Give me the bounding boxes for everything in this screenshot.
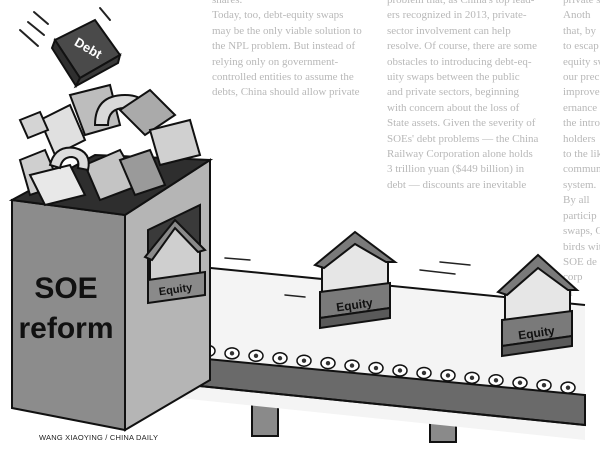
conveyor-roller-hub — [325, 360, 331, 366]
machine-label-line1: SOE — [34, 272, 97, 305]
conveyor-roller-hub — [301, 358, 307, 363]
equity-label-1: Equity — [158, 282, 194, 299]
conveyor-roller-hub — [517, 380, 523, 385]
article-column-middle: problem that, as China's top lead- ers r… — [387, 0, 539, 191]
conveyor-roller-hub — [565, 385, 571, 390]
debt-pile — [18, 83, 202, 207]
conveyor-roller-hub — [277, 356, 283, 361]
conveyor-belt — [130, 260, 586, 440]
conveyor-roller-hub — [421, 370, 427, 376]
illustration-credit: WANG XIAOYING / CHINA DAILY — [39, 433, 159, 442]
machine-label-line2: reform — [18, 312, 113, 345]
falling-debt-box: Debt — [50, 18, 122, 89]
equity-label-2: Equity — [335, 296, 374, 315]
conveyor-roller-hub — [229, 351, 235, 356]
conveyor-roller-hub — [397, 368, 403, 373]
conveyor-roller-hub — [349, 363, 355, 368]
motion-lines — [19, 7, 111, 47]
conveyor-roller-hub — [493, 378, 499, 383]
conveyor-roller-hub — [541, 383, 547, 388]
article-column-left: shares. Today, too, debt-equity swaps ma… — [212, 0, 362, 99]
equity-label-3: Equity — [517, 324, 556, 343]
equity-house-middle: Equity — [312, 230, 398, 330]
equity-house-right: Equity — [496, 253, 580, 358]
conveyor-roller-hub — [253, 353, 259, 358]
conveyor-roller-hub — [373, 365, 379, 371]
equity-house-exit: Equity — [143, 218, 207, 305]
conveyor-roller-hub — [445, 373, 451, 378]
belt-motion-lines — [224, 257, 471, 298]
conveyor-roller-hub — [469, 375, 475, 381]
